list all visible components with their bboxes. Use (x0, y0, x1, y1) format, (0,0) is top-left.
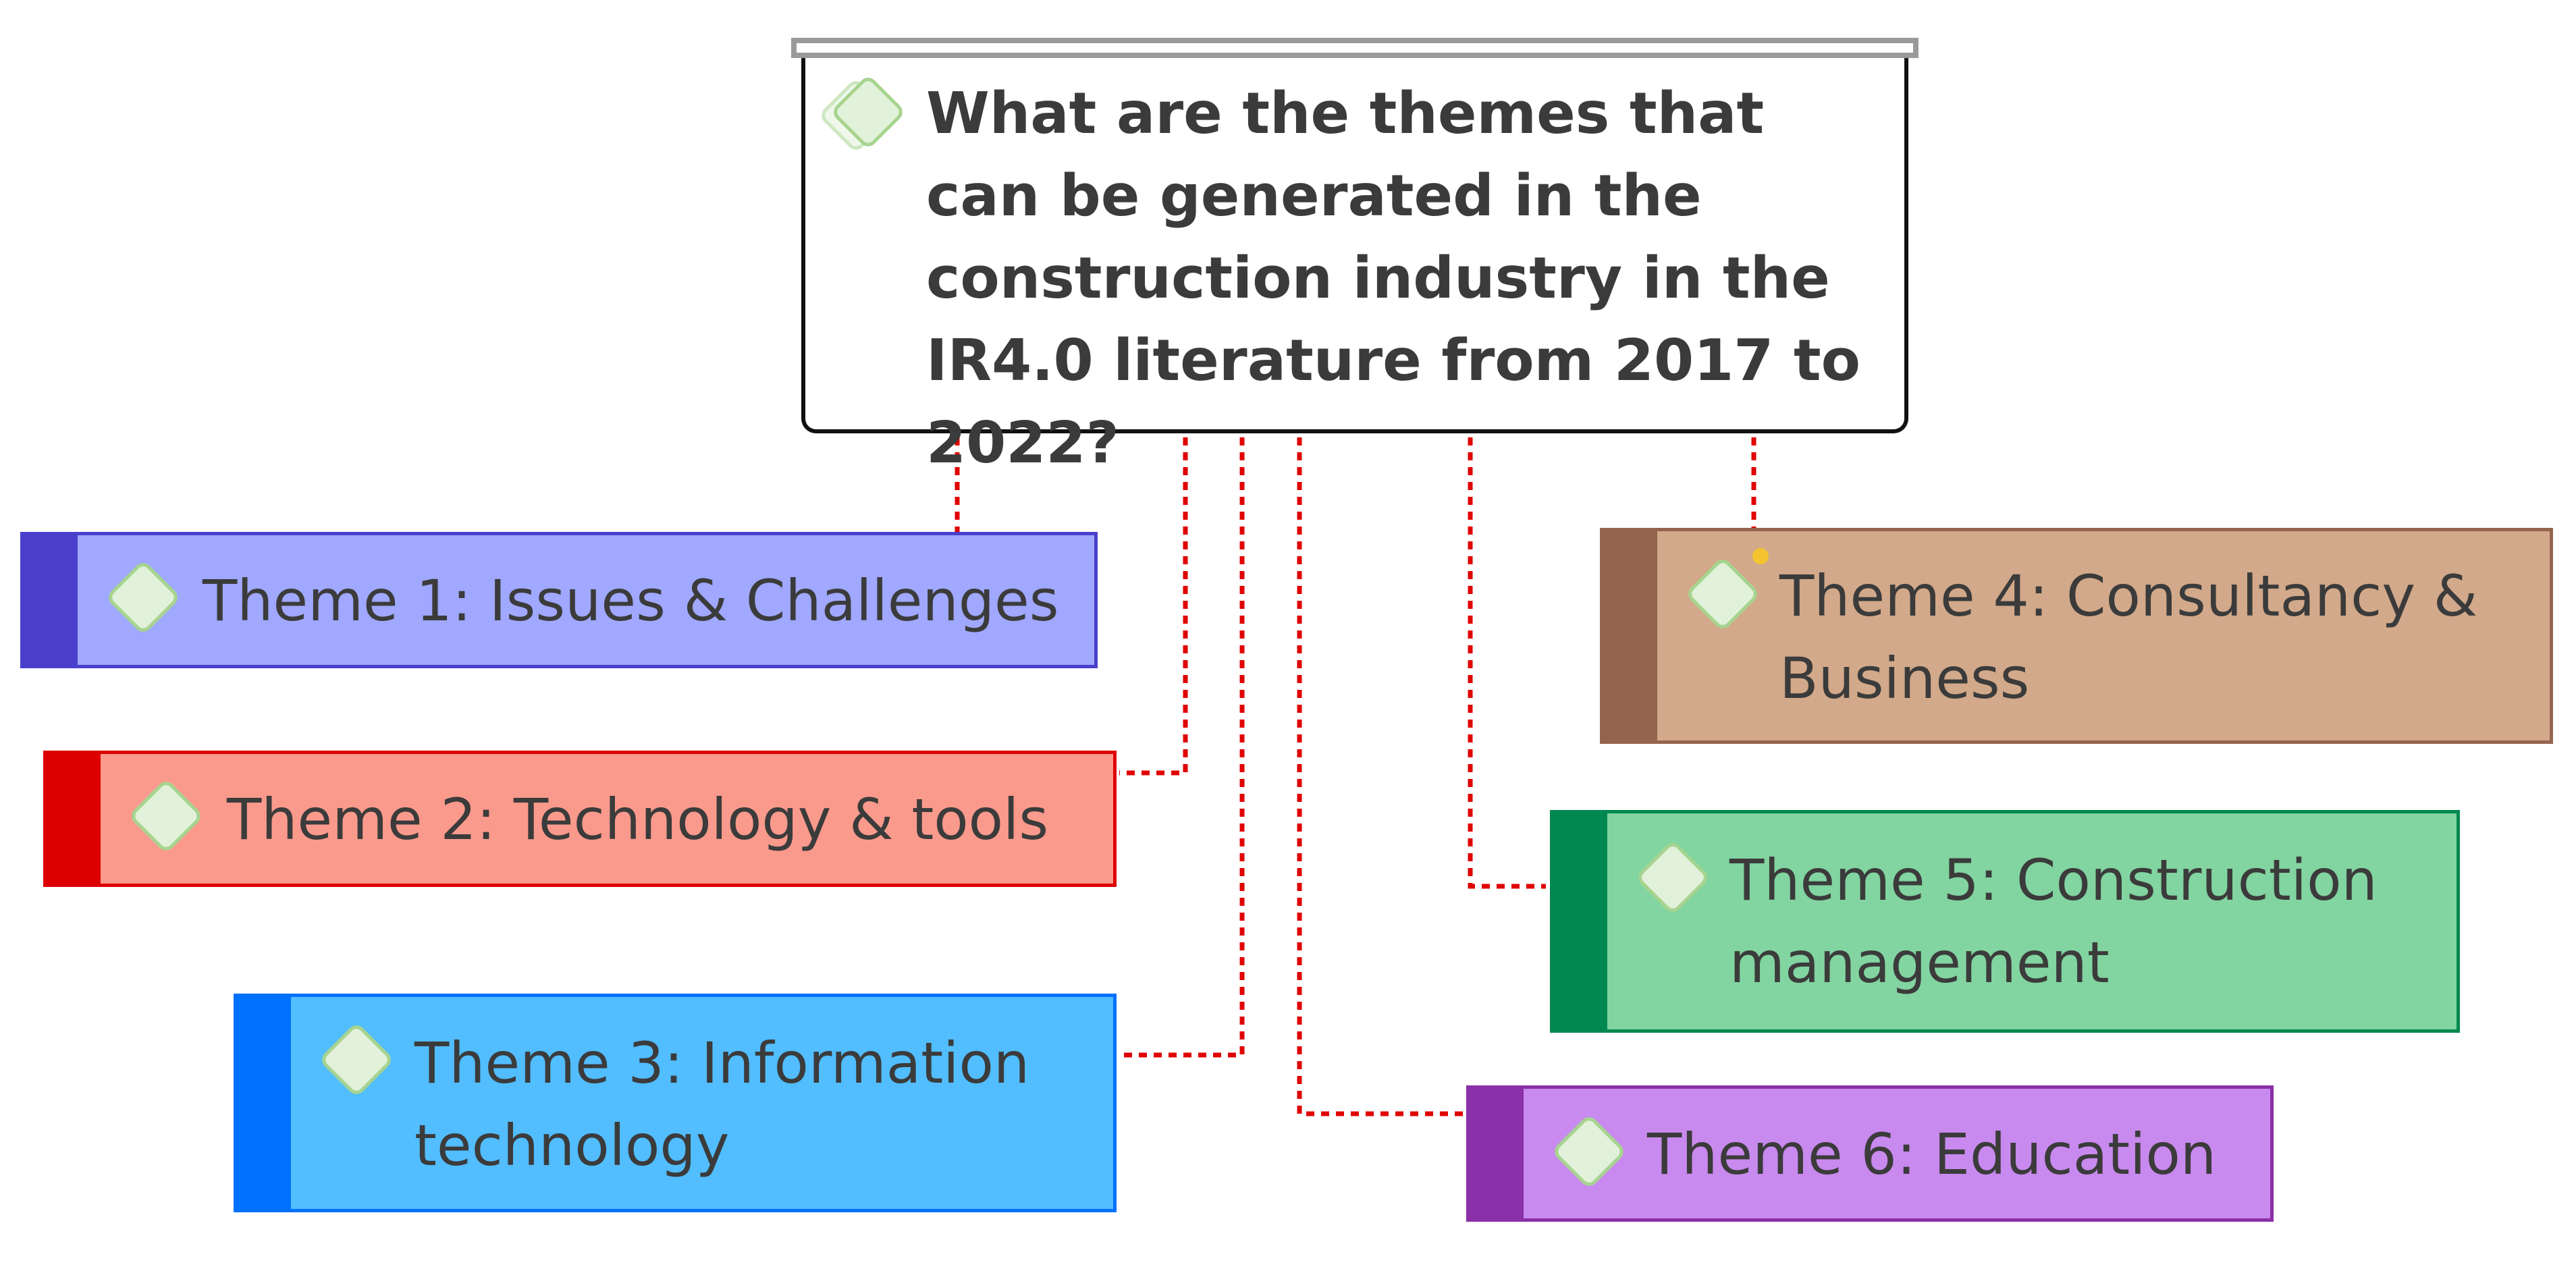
theme-5-topic[interactable] (1550, 810, 2460, 1033)
marker-dot-icon (1752, 548, 1769, 564)
theme-3-topic[interactable] (234, 994, 1117, 1212)
theme-3-color-stripe (237, 997, 291, 1209)
connector-theme-2 (1119, 437, 1188, 776)
connector-theme-5 (1468, 437, 1546, 889)
theme-2-topic[interactable] (43, 751, 1117, 887)
theme-3-label-line-2: technology (414, 1112, 730, 1179)
root-topic[interactable] (801, 58, 1908, 433)
theme-2-label: Theme 2: Technology & tools (227, 786, 1049, 853)
root-topic-header-bar (791, 38, 1918, 58)
theme-1-topic[interactable] (20, 532, 1098, 668)
theme-1-color-stripe (24, 535, 78, 665)
theme-4-label-line-2: Business (1779, 645, 2030, 711)
connector-theme-6 (1297, 437, 1465, 1116)
root-topic-text: What are the themes that can be generate… (926, 80, 1861, 477)
theme-2-color-stripe (47, 754, 101, 884)
theme-3-label-line-1: Theme 3: Information (414, 1030, 1030, 1096)
theme-1-label: Theme 1: Issues & Challenges (203, 568, 1059, 634)
theme-6-color-stripe (1470, 1089, 1524, 1218)
theme-5-color-stripe (1553, 813, 1607, 1029)
theme-5-label-line-1: Theme 5: Construction (1729, 847, 2378, 913)
theme-6-label: Theme 6: Education (1647, 1121, 2217, 1187)
theme-5-label-line-2: management (1729, 929, 2110, 996)
theme-4-label-line-1: Theme 4: Consultancy & (1779, 563, 2478, 629)
theme-4-color-stripe (1603, 531, 1657, 740)
